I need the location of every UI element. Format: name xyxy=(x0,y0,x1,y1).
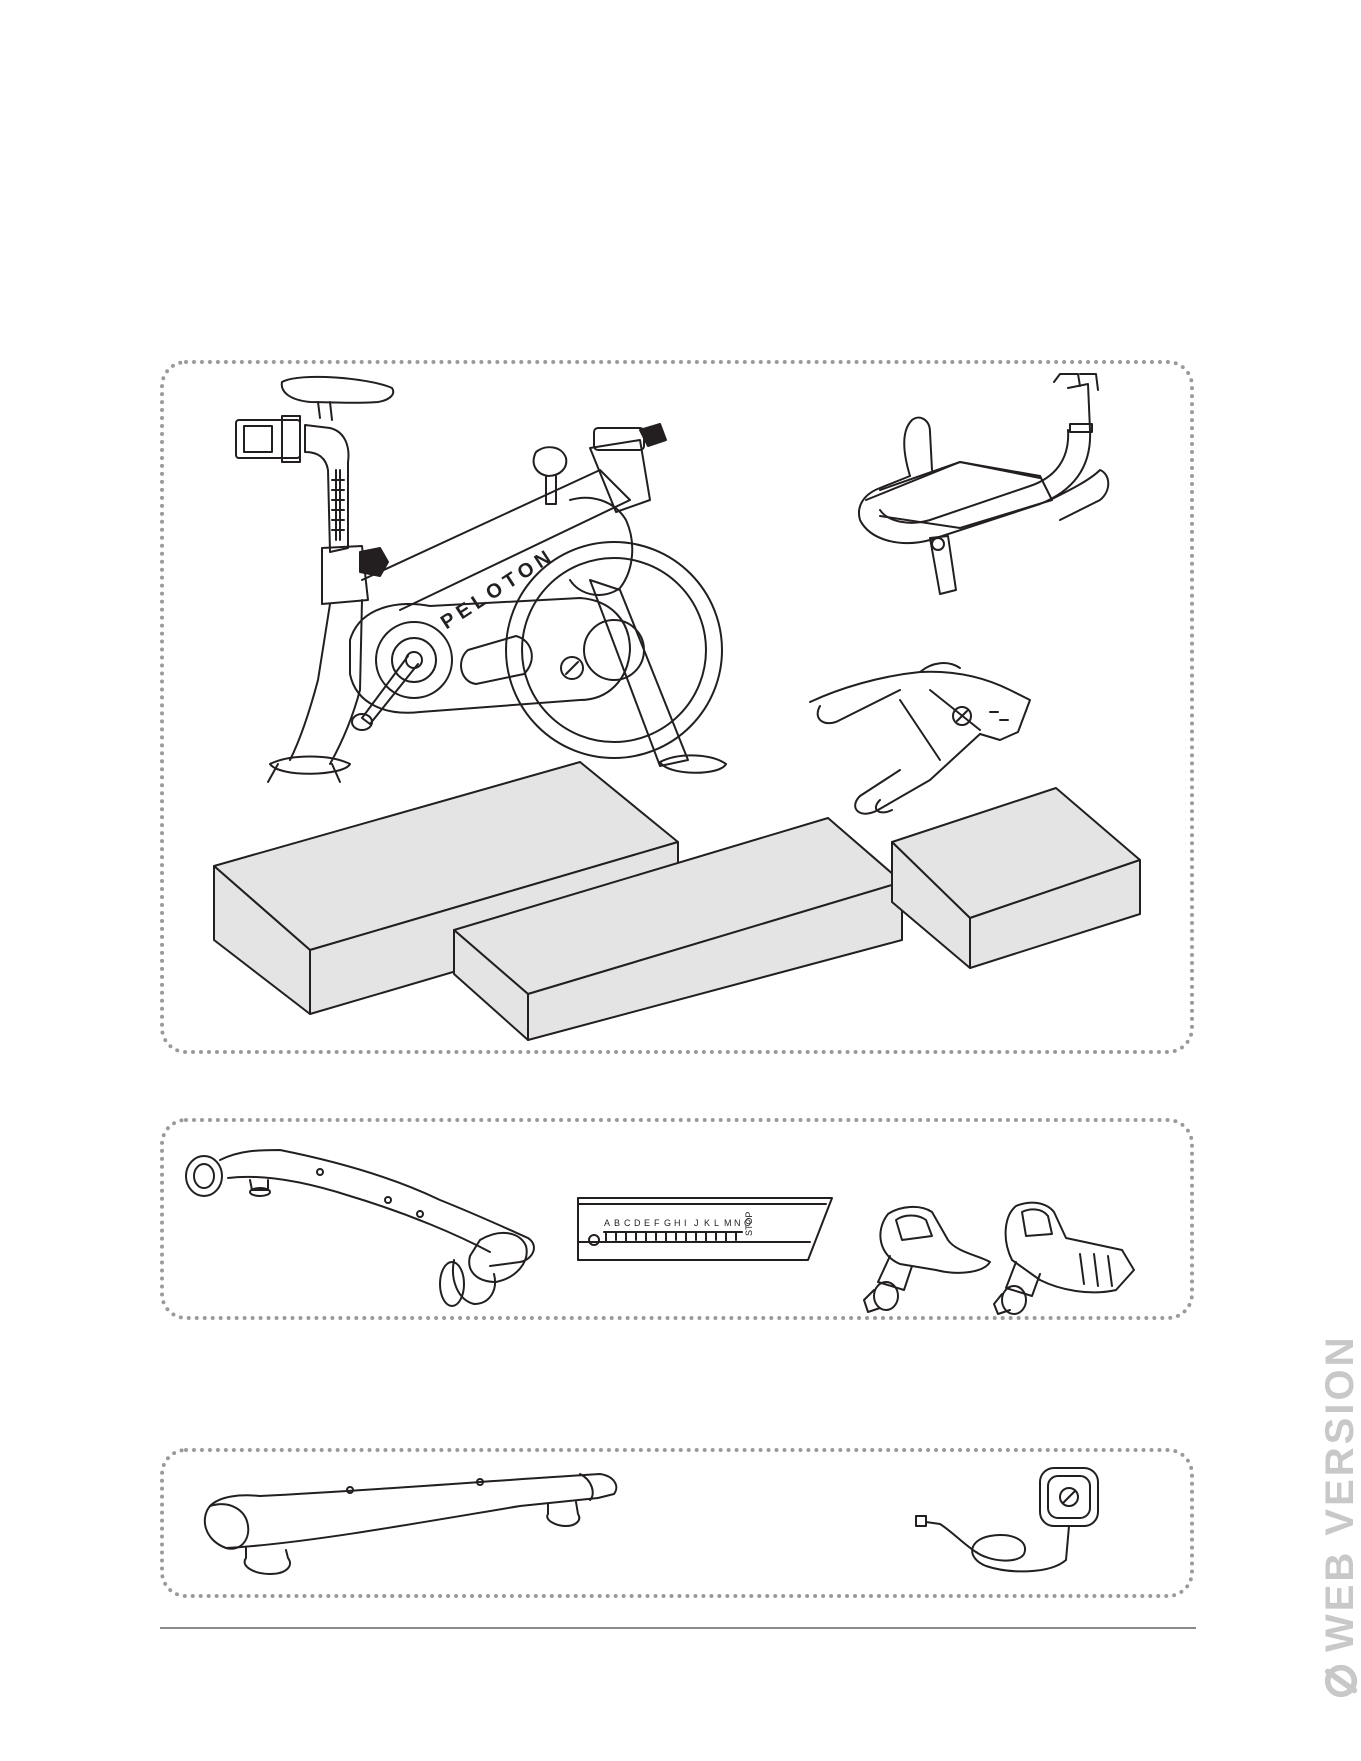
web-version-watermark: WEB VERSION xyxy=(1318,1335,1361,1700)
watermark-text: WEB VERSION xyxy=(1318,1335,1361,1652)
pedals-illustration xyxy=(864,1203,1134,1314)
box-small-right xyxy=(892,788,1140,968)
ruler-letter: C xyxy=(624,1218,631,1228)
ruler-letter: F xyxy=(654,1218,660,1228)
ruler-letter: H xyxy=(674,1218,681,1228)
display-mount-illustration xyxy=(810,663,1030,814)
footer-rule xyxy=(160,1627,1196,1629)
ruler-letter: I xyxy=(684,1218,687,1228)
ruler-letter: B xyxy=(614,1218,620,1228)
seat-ruler-illustration xyxy=(578,1198,832,1260)
handlebar-illustration xyxy=(859,374,1108,594)
peloton-logo-icon xyxy=(1322,1662,1360,1700)
bike-illustration: PELOTON xyxy=(236,377,726,782)
ruler-letter: A xyxy=(604,1218,610,1228)
ruler-letter: J xyxy=(694,1218,699,1228)
ruler-letter: L xyxy=(714,1218,719,1228)
ruler-letter: E xyxy=(644,1218,650,1228)
ruler-letter: N xyxy=(734,1218,741,1228)
ruler-letter: D xyxy=(634,1218,641,1228)
ruler-stop-label: STOP xyxy=(744,1212,754,1236)
power-cable-illustration xyxy=(916,1468,1098,1571)
ruler-letter: K xyxy=(704,1218,710,1228)
ruler-letter: G xyxy=(664,1218,671,1228)
bike-seat xyxy=(282,377,393,403)
frame-brand-label: PELOTON xyxy=(437,544,559,634)
front-stabilizer-illustration xyxy=(205,1474,617,1574)
ruler-letter: M xyxy=(724,1218,732,1228)
rear-stabilizer-illustration xyxy=(186,1150,534,1306)
